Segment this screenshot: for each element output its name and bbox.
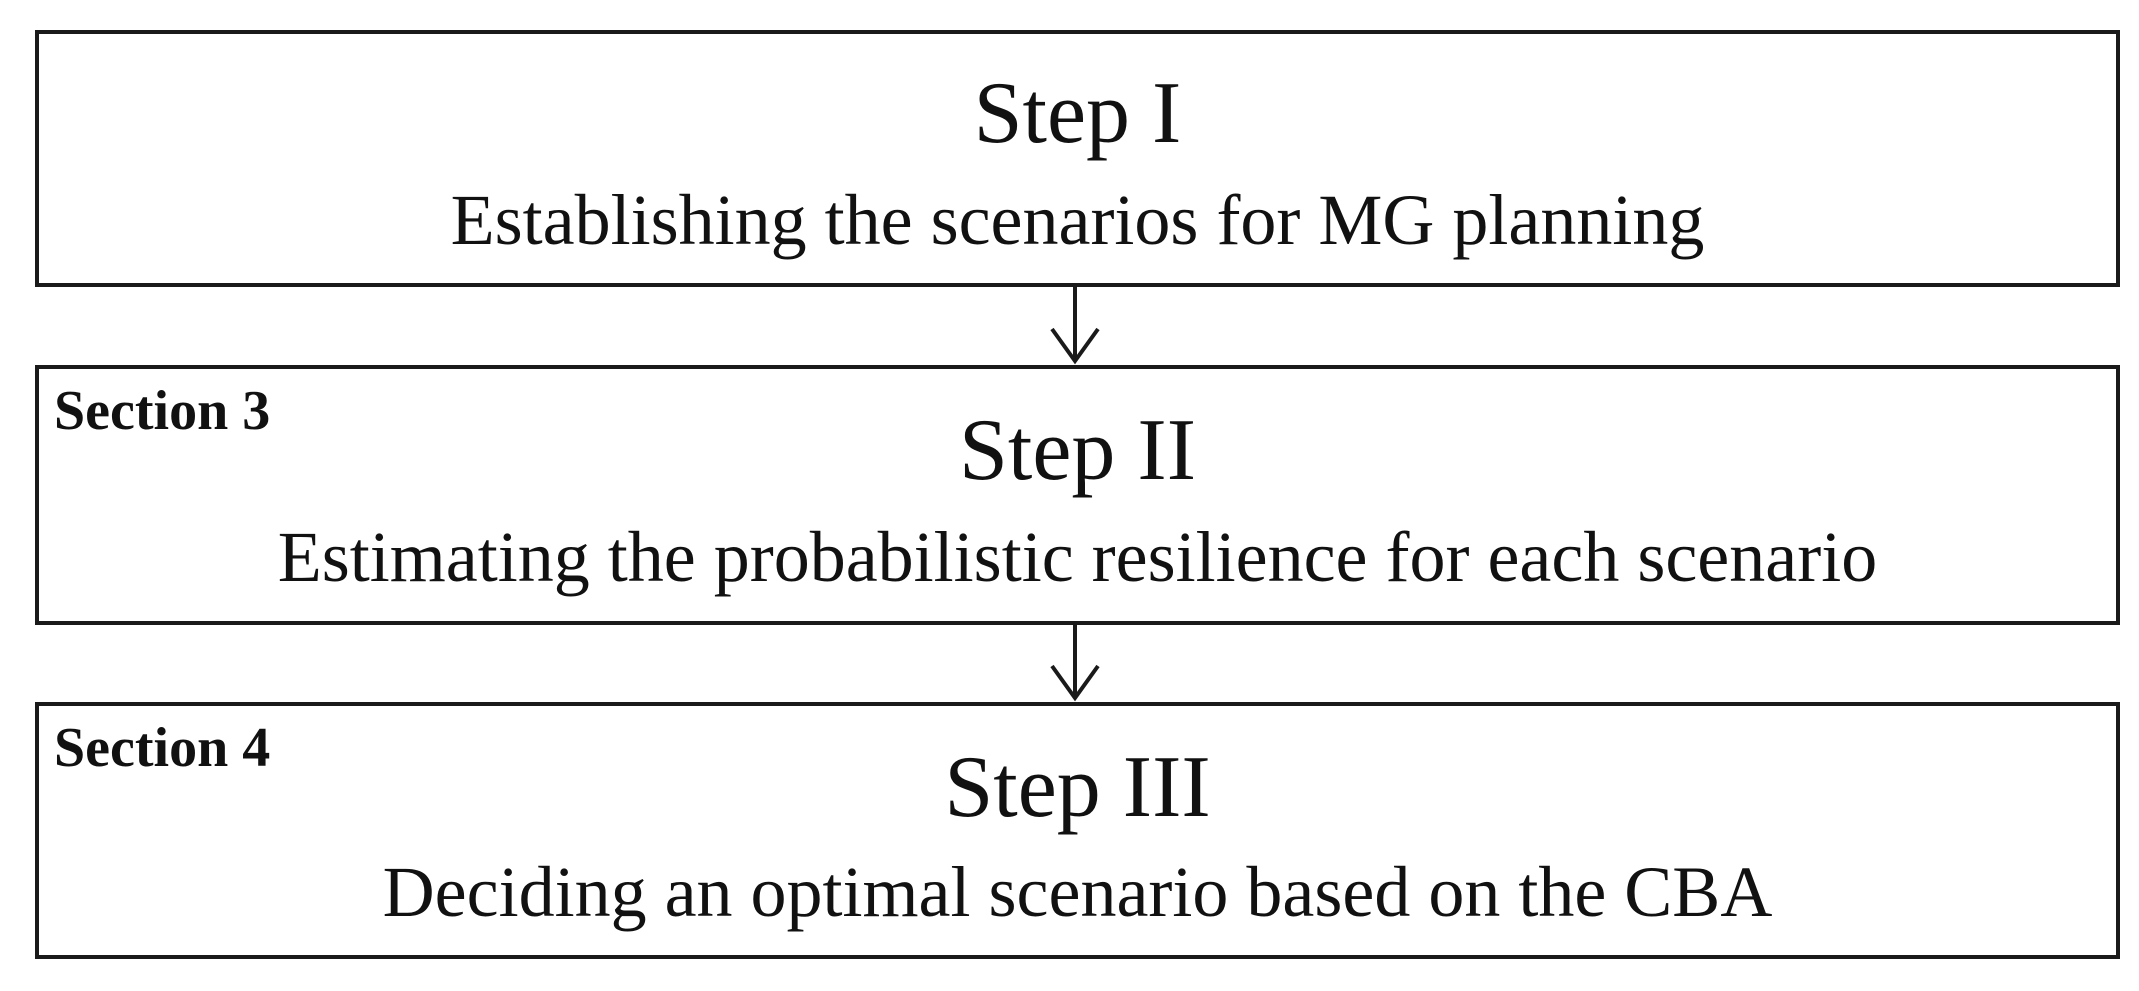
step-2-title: Step II <box>958 402 1197 499</box>
step-1-box: Step I Establishing the scenarios for MG… <box>35 30 2120 287</box>
step-3-description: Deciding an optimal scenario based on th… <box>382 852 1773 932</box>
step-2-box: Section 3 Step II Estimating the probabi… <box>35 365 2120 625</box>
section-4-label: Section 4 <box>54 717 271 779</box>
step-1-title: Step I <box>973 65 1182 162</box>
step-3-box: Section 4 Step III Deciding an optimal s… <box>35 702 2120 959</box>
step-3-title: Step III <box>944 739 1211 836</box>
section-3-label: Section 3 <box>54 380 271 442</box>
step-1-description: Establishing the scenarios for MG planni… <box>450 180 1705 260</box>
step-2-description: Estimating the probabilistic resilience … <box>277 517 1878 597</box>
